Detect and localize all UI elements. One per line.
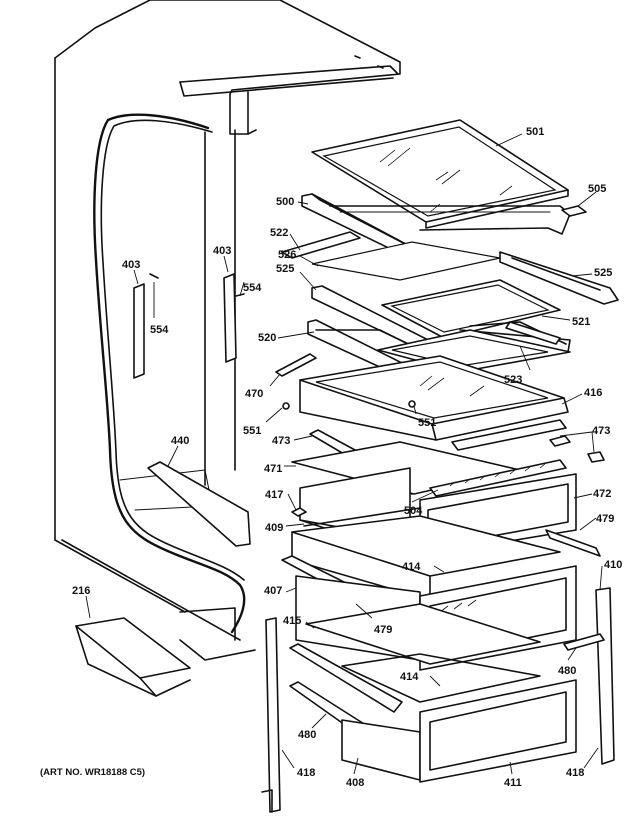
label-520: 520 — [258, 332, 276, 344]
label-480: 480 — [298, 729, 316, 741]
rail-418-left — [261, 617, 281, 813]
callouts: 501 505 500 522 526 525 525 521 520 523 … — [40, 126, 622, 789]
label-403: 403 — [213, 245, 231, 257]
label-414: 414 — [402, 561, 421, 573]
label-418: 418 — [297, 767, 315, 779]
brackets-403 — [133, 273, 245, 379]
label-554: 554 — [150, 324, 169, 336]
label-551: 551 — [243, 425, 261, 437]
rail-479 — [545, 529, 601, 557]
art-number: (ART NO. WR18188 C5) — [40, 767, 145, 778]
label-471: 471 — [264, 463, 282, 475]
rail-480-right — [563, 633, 605, 651]
label-415: 415 — [283, 615, 301, 627]
label-479: 479 — [374, 624, 392, 636]
clip-470 — [275, 353, 317, 377]
label-470: 470 — [245, 388, 263, 400]
label-480: 480 — [558, 665, 576, 677]
label-417: 417 — [265, 489, 283, 501]
label-505: 505 — [588, 183, 606, 195]
part-440 — [147, 461, 251, 547]
label-473: 473 — [272, 435, 290, 447]
label-526: 526 — [278, 249, 296, 261]
label-523: 523 — [504, 374, 522, 386]
shelf-526-glass — [311, 241, 619, 305]
label-479: 479 — [596, 513, 614, 525]
label-472: 472 — [593, 488, 611, 500]
label-525: 525 — [276, 263, 294, 275]
drawer-408-411 — [289, 603, 577, 783]
label-409: 409 — [265, 522, 283, 534]
label-418: 418 — [566, 767, 584, 779]
label-411: 411 — [504, 777, 522, 789]
label-551: 551 — [418, 417, 436, 429]
label-500: 500 — [276, 196, 294, 208]
label-440: 440 — [171, 435, 189, 447]
label-554: 554 — [243, 282, 262, 294]
label-473: 473 — [592, 425, 610, 437]
label-410: 410 — [604, 559, 622, 571]
label-403: 403 — [122, 259, 140, 271]
rails-409-417 — [291, 507, 421, 527]
label-407: 407 — [264, 585, 282, 597]
label-525: 525 — [594, 267, 612, 279]
label-521: 521 — [572, 316, 590, 328]
shelf-521-glass — [381, 279, 561, 339]
label-408: 408 — [346, 777, 364, 789]
label-504: 504 — [404, 505, 423, 517]
label-416: 416 — [584, 387, 602, 399]
screws-551 — [282, 400, 416, 410]
bin-216 — [75, 617, 191, 697]
door-gasket — [93, 113, 246, 634]
label-522: 522 — [270, 227, 288, 239]
label-414: 414 — [400, 671, 419, 683]
label-216: 216 — [72, 585, 90, 597]
label-501: 501 — [526, 126, 544, 138]
